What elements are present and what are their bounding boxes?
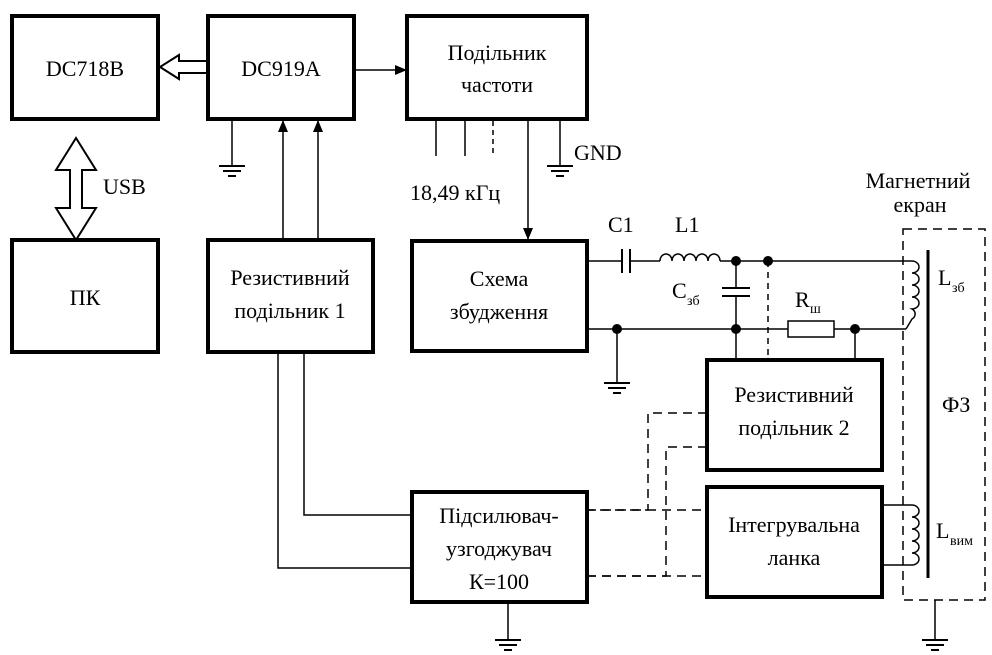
c1-capacitor [587,249,660,273]
excitation-circuit-label-1: Схема [470,266,529,291]
czb-subscript: зб [687,294,700,309]
divider-output-pins [435,121,494,156]
magnetic-shield-label-2: екран [894,192,947,217]
resistive-divider-2-label-1: Резистивний [734,382,854,407]
c1-label: C1 [608,212,634,237]
resistive-divider-2-block: Резистивний подільник 2 [705,358,884,472]
magnetic-shield-boundary [902,228,986,601]
dc718b-block: DC718B [10,14,160,121]
rsh-subscript: ш [810,302,821,317]
lvym-label: L [936,518,949,543]
pc-label: ПК [70,285,101,310]
excitation-circuit-block: Схема збудження [410,239,589,353]
magnetic-shield-label-1: Магнетний [866,168,971,193]
lzb-label: L [938,265,951,290]
resistive-divider-2-label-2: подільник 2 [738,415,849,440]
frequency-divider-label-2: частоти [461,72,533,97]
frequency-divider-label-1: Подільник [448,40,547,65]
czb-capacitor [722,261,750,360]
frequency-label: 18,49 кГц [410,180,500,205]
lvym-subscript: вим [950,534,973,549]
l1-label: L1 [675,212,699,237]
fz-label: ФЗ [942,392,970,417]
dc919a-label: DC919A [241,56,321,81]
divider-ground-symbol [547,119,573,177]
rsh-resistor [787,320,835,338]
usb-double-arrow [54,136,98,242]
rsh-label: R [795,287,810,312]
resistive-divider-1-block: Резистивний подільник 1 [206,238,375,354]
hollow-arrow-dc919a-to-dc718b [158,53,208,81]
amplifier-block: Підсилювач- узгоджувач К=100 [410,490,589,604]
gnd-label: GND [574,140,622,165]
resistive-divider-1-label-1: Резистивний [230,265,350,290]
dashed-link-res2-b [587,446,707,577]
wire-res1-to-amplifier-b [277,352,412,569]
lzb-coil [905,260,920,330]
resistive-divider-1-label-2: подільник 1 [234,298,345,323]
integrator-label-2: ланка [768,545,821,570]
integrator-block: Інтегрувальна ланка [705,485,884,599]
integrator-label-1: Інтегрувальна [728,512,860,537]
excitation-circuit-label-2: збудження [450,299,548,324]
dc718b-label: DC718B [46,56,124,81]
dashed-link-res2-a [587,412,707,511]
junction-dot [731,324,741,334]
amplifier-ground-symbol [495,602,521,651]
usb-label: USB [103,174,146,199]
dc919a-block: DC919A [206,14,356,121]
l1-inductor [659,253,721,262]
excitation-ground-symbol [604,329,630,394]
pc-block: ПК [10,238,160,354]
amplifier-label-1: Підсилювач- [439,503,559,528]
lzb-subscript: зб [952,281,965,296]
czb-label: C [672,278,687,303]
amplifier-label-3: К=100 [469,569,529,594]
dc919a-ground-symbol [219,119,245,177]
amplifier-label-2: узгоджувач [446,536,552,561]
lvym-coil [882,504,920,566]
shield-ground-symbol [922,600,948,651]
wire-res1-to-amplifier-a [303,352,412,516]
frequency-divider-block: Подільник частоти [405,14,589,121]
